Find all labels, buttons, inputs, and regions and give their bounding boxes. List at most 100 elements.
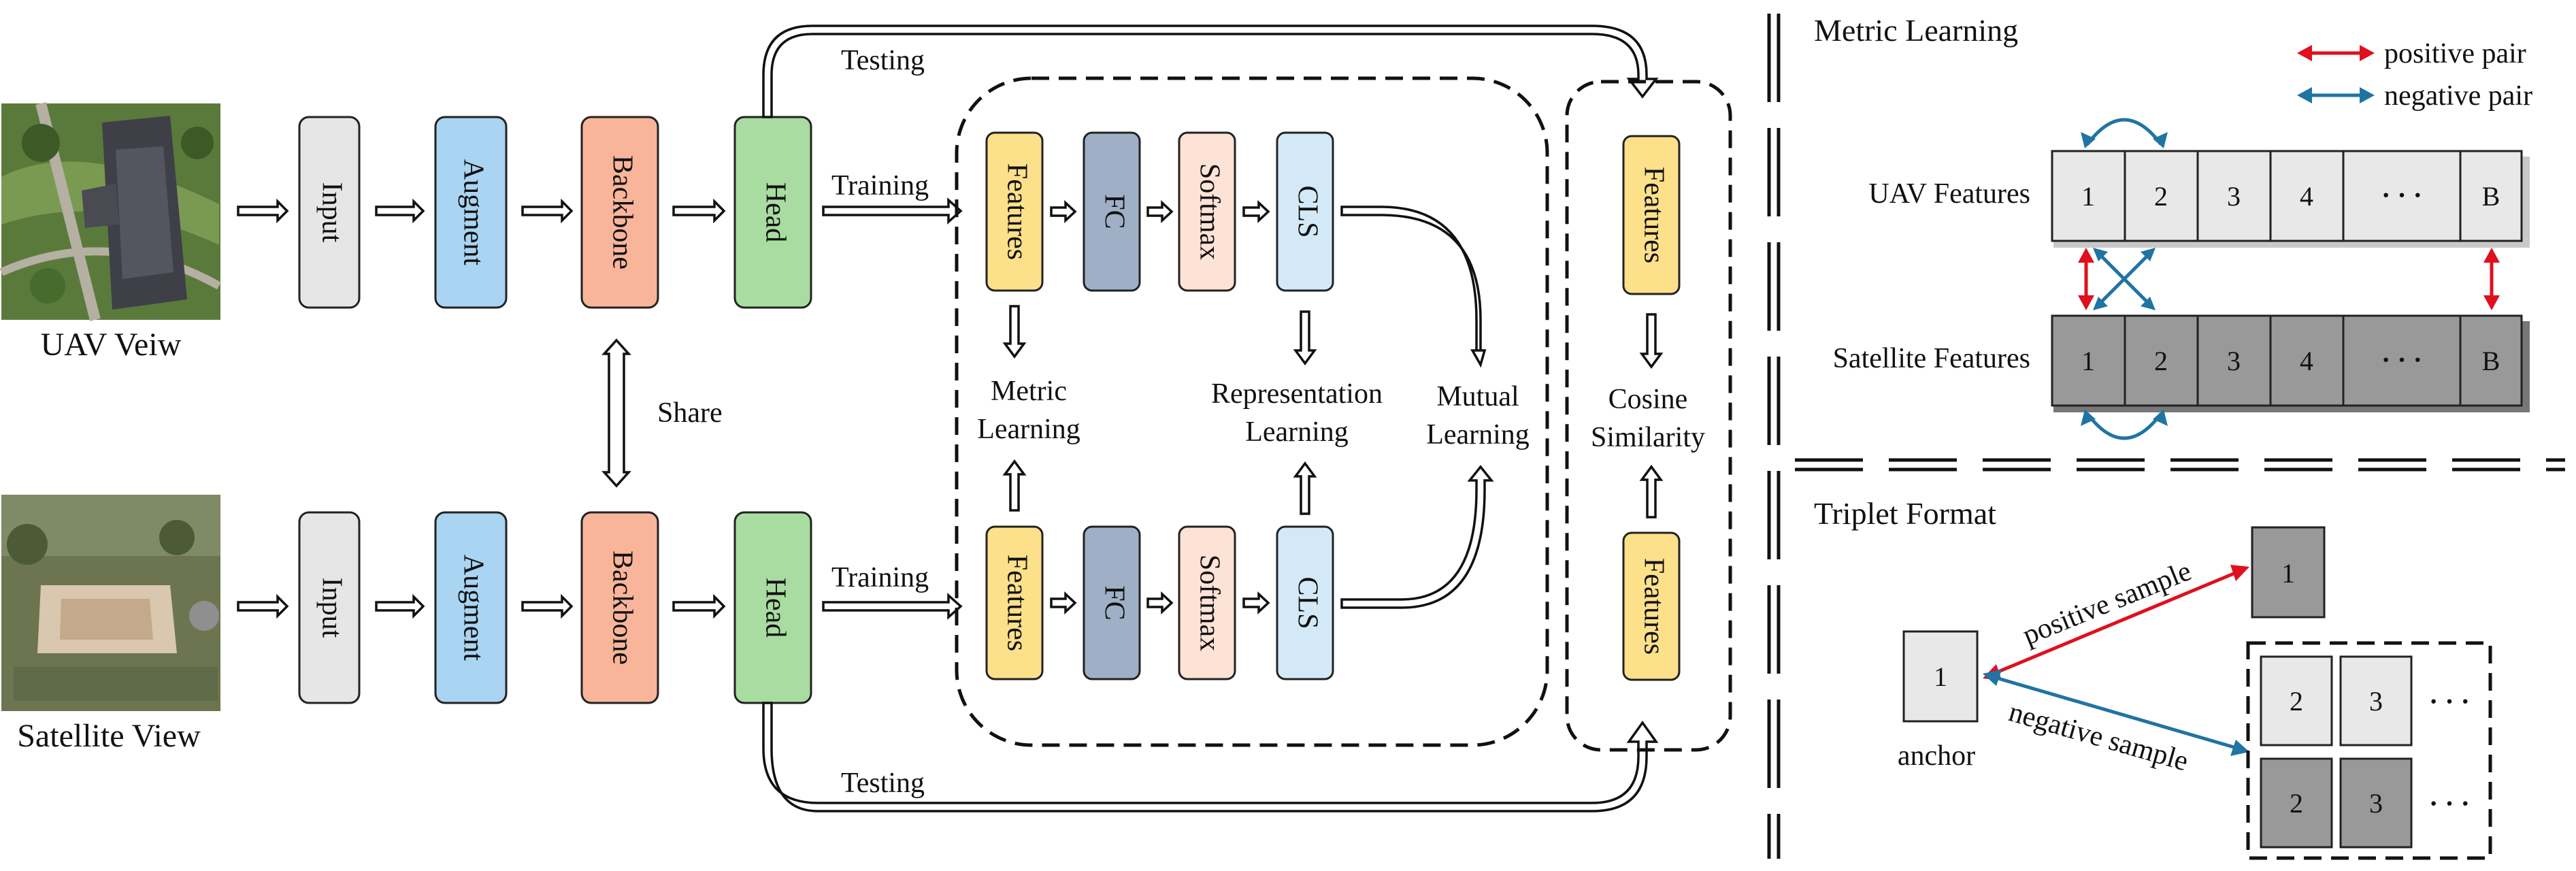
legend-negative-label: negative pair bbox=[2384, 80, 2532, 112]
legend-positive-label: positive pair bbox=[2384, 38, 2526, 69]
metric-learning-text-line1: Metric bbox=[991, 376, 1067, 407]
features-box-top bbox=[985, 131, 1044, 292]
sat-cell-b-text: B bbox=[2482, 346, 2500, 376]
sat-cell-2-text: 2 bbox=[2154, 346, 2168, 376]
training-label-bottom: Training bbox=[831, 562, 929, 593]
branch-chain-arrows bbox=[1002, 199, 1494, 615]
negative-row2-ellipsis: · · · bbox=[2429, 788, 2470, 819]
testing-arrows bbox=[762, 24, 1659, 812]
positive-sample-label: positive sample bbox=[2019, 555, 2196, 651]
fc-box-top-label: FC bbox=[1098, 194, 1129, 229]
augment-box-uav-label: Augment bbox=[457, 159, 489, 266]
softmax-box-bottom-label: Softmax bbox=[1193, 555, 1225, 651]
sat-cell-1 bbox=[2051, 314, 2126, 407]
testing-label-top: Testing bbox=[841, 45, 925, 76]
head-box-satellite bbox=[733, 511, 812, 704]
negative-box-r1-1 bbox=[2260, 655, 2333, 746]
sat-cell-1-text: 1 bbox=[2081, 346, 2095, 376]
uav-features-label: UAV Features bbox=[1868, 178, 2030, 210]
share-label: Share bbox=[657, 397, 723, 429]
uav-view-image bbox=[0, 102, 221, 321]
uav-cell-b-text: B bbox=[2482, 181, 2500, 212]
cls-box-bottom bbox=[1276, 525, 1334, 680]
testing-region bbox=[1565, 80, 1732, 752]
backbone-box-uav-label: Backbone bbox=[606, 155, 638, 269]
metric-learning-text-line2: Learning bbox=[977, 414, 1080, 445]
satellite-view-image bbox=[1, 495, 220, 711]
features-box-test-bottom-label: Features bbox=[1638, 558, 1669, 655]
triplet-panel-title: Triplet Format bbox=[1814, 496, 1996, 531]
negative-box-r2-2-text: 3 bbox=[2369, 788, 2383, 819]
uav-cell-4 bbox=[2269, 150, 2345, 242]
softmax-box-top bbox=[1178, 131, 1236, 292]
testing-label-bottom: Testing bbox=[841, 768, 925, 799]
fc-box-top bbox=[1083, 131, 1141, 292]
negative-box-r1-1-text: 2 bbox=[2290, 686, 2303, 717]
head-box-satellite-label: Head bbox=[759, 578, 791, 638]
negative-box-r2-2 bbox=[2339, 757, 2413, 849]
sat-cell-3 bbox=[2196, 314, 2272, 407]
sat-cell-4-text: 4 bbox=[2300, 346, 2313, 376]
uav-view-label: UAV Veiw bbox=[41, 327, 182, 363]
uav-cell-2-text: 2 bbox=[2154, 181, 2168, 212]
softmax-box-bottom bbox=[1178, 525, 1236, 680]
uav-cell-b bbox=[2459, 150, 2523, 242]
negative-box-r2-1-text: 2 bbox=[2290, 788, 2303, 819]
testing-branch-arrows bbox=[1639, 313, 1664, 519]
negative-box-r2-1 bbox=[2260, 757, 2333, 849]
mutual-learning-text-line1: Mutual bbox=[1436, 381, 1519, 412]
sat-cell-4 bbox=[2269, 314, 2345, 407]
negative-pair-arrows bbox=[2086, 118, 2162, 440]
augment-box-satellite bbox=[434, 511, 508, 704]
features-box-top-label: Features bbox=[1001, 163, 1032, 260]
softmax-box-top-label: Softmax bbox=[1193, 163, 1225, 260]
negative-sample-arrow bbox=[1983, 670, 2249, 756]
features-box-test-top bbox=[1622, 135, 1681, 295]
positive-pair-arrows bbox=[2078, 248, 2500, 310]
representation-learning-text-line1: Representation bbox=[1211, 378, 1383, 410]
input-box-satellite-label: Input bbox=[316, 578, 347, 638]
features-box-bottom-label: Features bbox=[1001, 555, 1032, 651]
negative-row1-ellipsis: · · · bbox=[2429, 686, 2470, 717]
backbone-box-satellite bbox=[580, 511, 659, 704]
cls-box-bottom-label: CLS bbox=[1291, 576, 1323, 629]
head-box-uav bbox=[733, 116, 812, 309]
cls-box-top bbox=[1276, 131, 1334, 292]
training-label-top: Training bbox=[831, 170, 929, 201]
uav-cell-1-text: 1 bbox=[2081, 181, 2095, 212]
backbone-box-uav bbox=[580, 116, 659, 309]
metric-panel-title: Metric Learning bbox=[1814, 13, 2018, 48]
anchor-label: anchor bbox=[1898, 740, 1975, 772]
augment-box-uav bbox=[434, 116, 508, 309]
mutual-learning-text-line2: Learning bbox=[1426, 419, 1530, 450]
panel-dividers bbox=[1767, 14, 2565, 859]
positive-sample-box bbox=[2251, 526, 2326, 619]
uav-feature-row: 1 2 3 4 · · · B bbox=[2051, 150, 2523, 242]
sat-cell-ellipsis bbox=[2342, 314, 2462, 407]
head-box-uav-label: Head bbox=[759, 182, 791, 243]
representation-learning-text-line2: Learning bbox=[1245, 416, 1349, 448]
sat-cell-ellipsis-text: · · · bbox=[2381, 344, 2422, 375]
input-box-uav-label: Input bbox=[316, 182, 347, 243]
uav-cell-ellipsis bbox=[2342, 150, 2462, 242]
legend-negative-icon bbox=[2297, 87, 2375, 103]
pipeline-arrows bbox=[237, 197, 963, 620]
satellite-view-label: Satellite View bbox=[17, 718, 201, 754]
input-box-satellite bbox=[298, 511, 361, 704]
satellite-features-label: Satellite Features bbox=[1833, 343, 2030, 374]
positive-sample-box-text: 1 bbox=[2281, 558, 2295, 589]
cosine-similarity-text-line1: Cosine bbox=[1608, 384, 1688, 415]
anchor-box-text: 1 bbox=[1934, 661, 1947, 692]
features-box-bottom bbox=[985, 525, 1044, 680]
negative-pair-arrowheads bbox=[2081, 132, 2168, 426]
augment-box-satellite-label: Augment bbox=[457, 555, 489, 661]
cls-box-top-label: CLS bbox=[1291, 185, 1323, 237]
negative-box-r1-2 bbox=[2339, 655, 2413, 746]
features-box-test-top-label: Features bbox=[1638, 167, 1669, 263]
uav-cell-3 bbox=[2196, 150, 2272, 242]
negatives-group bbox=[2246, 641, 2492, 860]
fc-box-bottom bbox=[1083, 525, 1141, 680]
satellite-feature-row: 1 2 3 4 · · · B bbox=[2051, 314, 2523, 407]
cosine-similarity-text-line2: Similarity bbox=[1591, 422, 1705, 453]
